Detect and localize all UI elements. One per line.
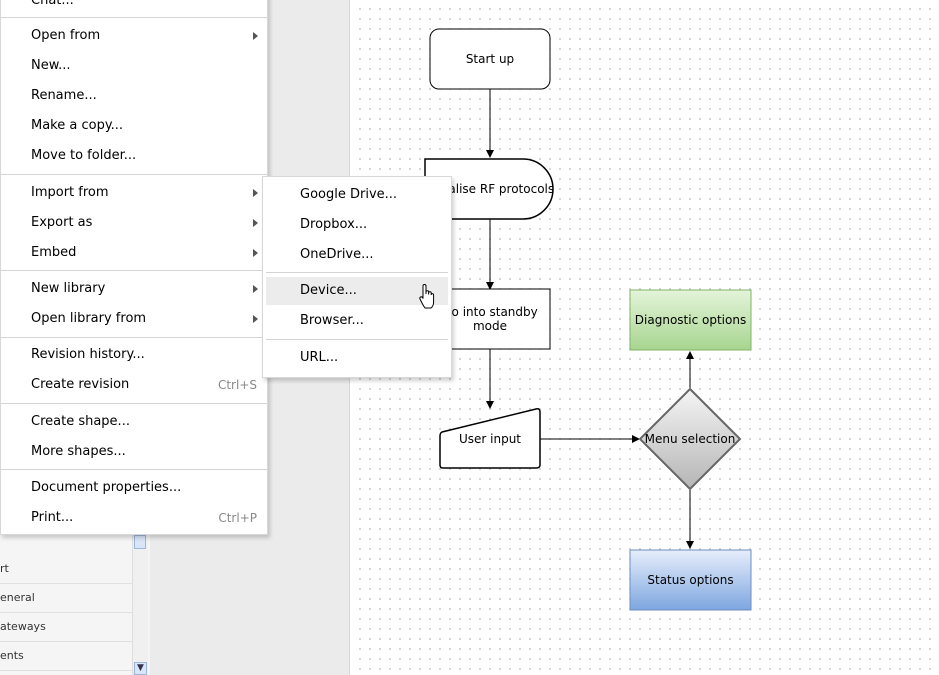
shortcut-label: Ctrl+P bbox=[218, 511, 257, 525]
menu-item-label: Device... bbox=[300, 283, 357, 298]
file-menu: Chat... Open from New... Rename... Make … bbox=[0, 0, 268, 535]
menu-item-open-from[interactable]: Open from bbox=[1, 22, 267, 50]
node-diagnostic-shape bbox=[629, 289, 752, 351]
menu-separator bbox=[1, 337, 267, 338]
menu-item-label: New library bbox=[31, 281, 106, 296]
menu-item-label: More shapes... bbox=[31, 444, 126, 459]
menu-item-label: New... bbox=[31, 58, 71, 73]
menu-item-label: Export as bbox=[31, 215, 93, 230]
node-diagnostic-label[interactable]: Diagnostic options bbox=[634, 313, 747, 327]
shape-library-list: rt eneral ateways ents bbox=[0, 555, 132, 671]
node-start-label[interactable]: Start up bbox=[465, 52, 515, 66]
menu-separator bbox=[1, 17, 267, 18]
menu-item-more-shapes[interactable]: More shapes... bbox=[1, 438, 267, 466]
node-standby-label[interactable]: Go into standby mode bbox=[442, 305, 538, 333]
menu-item-print[interactable]: Print... Ctrl+P bbox=[1, 504, 267, 532]
menu-item-document-properties[interactable]: Document properties... bbox=[1, 474, 267, 502]
menu-separator bbox=[1, 270, 267, 271]
menu-item-label: Dropbox... bbox=[300, 217, 368, 232]
menu-item-label: OneDrive... bbox=[300, 247, 374, 262]
menu-separator bbox=[266, 272, 448, 273]
menu-separator bbox=[1, 469, 267, 470]
menu-item-new-library[interactable]: New library bbox=[1, 275, 267, 303]
menu-item-create-revision[interactable]: Create revision Ctrl+S bbox=[1, 371, 267, 399]
node-input-label[interactable]: User input bbox=[458, 432, 522, 446]
shape-library-row[interactable]: ents bbox=[0, 642, 132, 671]
menu-item-label: Embed bbox=[31, 245, 77, 260]
node-input-shape bbox=[439, 408, 541, 469]
scrollbar-thumb[interactable] bbox=[134, 535, 146, 549]
menu-item-label: URL... bbox=[300, 350, 339, 365]
menu-separator bbox=[1, 403, 267, 404]
menu-item-label: Document properties... bbox=[31, 480, 182, 495]
menu-item-label: Google Drive... bbox=[300, 187, 398, 202]
scroll-down-icon[interactable]: ▼ bbox=[134, 662, 147, 675]
menu-item-export-as[interactable]: Export as bbox=[1, 209, 267, 237]
submenu-arrow-icon bbox=[253, 32, 258, 40]
menu-item-embed[interactable]: Embed bbox=[1, 239, 267, 267]
node-start-shape bbox=[429, 28, 551, 90]
node-menu-label[interactable]: Menu selection bbox=[644, 432, 736, 446]
menu-separator bbox=[1, 174, 267, 175]
menu-item-label: Make a copy... bbox=[31, 118, 124, 133]
menu-item-label: Open library from bbox=[31, 311, 147, 326]
menu-item-create-shape[interactable]: Create shape... bbox=[1, 408, 267, 436]
menu-separator bbox=[266, 339, 448, 340]
submenu-arrow-icon bbox=[253, 189, 258, 197]
sidebar-scrollbar[interactable]: ▼ bbox=[132, 535, 148, 675]
menu-item-label: Open from bbox=[31, 28, 101, 43]
hand-cursor-icon bbox=[419, 284, 435, 309]
menu-item-new[interactable]: New... bbox=[1, 52, 267, 80]
menu-item-label: Rename... bbox=[31, 88, 97, 103]
menu-item-label: Revision history... bbox=[31, 347, 145, 362]
submenu-item-dropbox[interactable]: Dropbox... bbox=[266, 211, 448, 239]
import-from-submenu: Google Drive... Dropbox... OneDrive... D… bbox=[262, 176, 452, 378]
menu-item-move-to-folder[interactable]: Move to folder... bbox=[1, 142, 267, 170]
submenu-arrow-icon bbox=[253, 249, 258, 257]
node-initialise-label[interactable]: Initialise RF protocols bbox=[425, 182, 555, 196]
node-status-shape bbox=[629, 549, 752, 611]
menu-item-make-a-copy[interactable]: Make a copy... bbox=[1, 112, 267, 140]
menu-item-open-library-from[interactable]: Open library from bbox=[1, 305, 267, 333]
menu-item-label: Move to folder... bbox=[31, 148, 137, 163]
flowchart bbox=[424, 28, 752, 611]
submenu-arrow-icon bbox=[253, 315, 258, 323]
submenu-item-device[interactable]: Device... bbox=[266, 277, 448, 305]
submenu-item-onedrive[interactable]: OneDrive... bbox=[266, 241, 448, 269]
menu-item-chat[interactable]: Chat... bbox=[31, 0, 74, 8]
menu-item-label: Print... bbox=[31, 510, 74, 525]
shape-library-row[interactable]: eneral bbox=[0, 584, 132, 613]
submenu-item-browser[interactable]: Browser... bbox=[266, 307, 448, 335]
menu-item-label: Import from bbox=[31, 185, 109, 200]
menu-item-label: Browser... bbox=[300, 313, 364, 328]
shape-library-row[interactable]: ateways bbox=[0, 613, 132, 642]
shape-library-row[interactable]: rt bbox=[0, 555, 132, 584]
menu-item-revision-history[interactable]: Revision history... bbox=[1, 341, 267, 369]
menu-item-rename[interactable]: Rename... bbox=[1, 82, 267, 110]
submenu-arrow-icon bbox=[253, 285, 258, 293]
node-status-label[interactable]: Status options bbox=[647, 573, 734, 587]
menu-item-label: Create shape... bbox=[31, 414, 130, 429]
node-initialise-shape bbox=[424, 158, 554, 220]
shortcut-label: Ctrl+S bbox=[217, 378, 257, 392]
menu-item-label: Create revision bbox=[31, 377, 130, 392]
submenu-arrow-icon bbox=[253, 219, 258, 227]
submenu-item-url[interactable]: URL... bbox=[266, 344, 448, 372]
menu-item-import-from[interactable]: Import from bbox=[1, 179, 267, 207]
node-menu-shape bbox=[638, 387, 742, 491]
submenu-item-google-drive[interactable]: Google Drive... bbox=[266, 181, 448, 209]
